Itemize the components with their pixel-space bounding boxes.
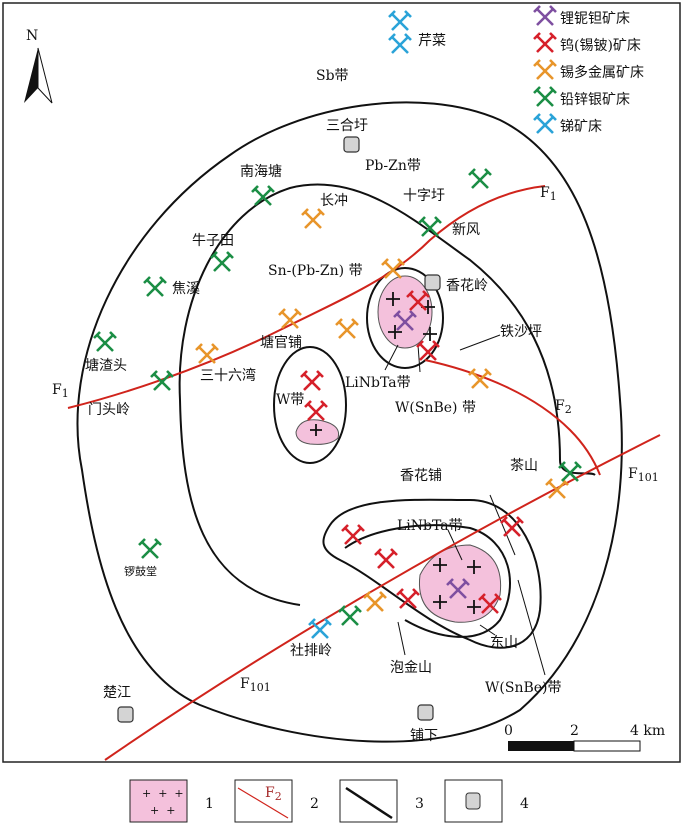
label-tieshaping: 铁沙坪 <box>500 324 542 340</box>
lead-zinc-silver-deposit-icon <box>149 369 175 392</box>
leader-lines <box>384 334 546 676</box>
antimony-deposit-icon <box>387 9 413 32</box>
label-w-band: W带 <box>276 392 304 408</box>
label-pbzn-band: Pb-Zn带 <box>365 158 421 174</box>
label-xinfeng: 新风 <box>452 222 480 238</box>
tungsten-deposit-icon <box>299 369 325 392</box>
antimony-deposit-icon <box>387 32 413 55</box>
label-wsnbe-band-2: W(SnBe)带 <box>485 680 562 696</box>
label-puxia: 铺下 <box>410 728 438 744</box>
label-changchong: 长冲 <box>320 193 348 209</box>
lead-zinc-silver-deposit-icon <box>92 330 118 353</box>
label-qiancai: 芹菜 <box>418 33 446 49</box>
tin-polymetallic-deposit-icon <box>544 477 570 500</box>
legend-lingbta-label: 锂铌钽矿床 <box>560 11 630 27</box>
lead-zinc-silver-deposit-icon <box>137 537 163 560</box>
legend-w-label: 钨(锡铍)矿床 <box>560 38 641 54</box>
scale-tick-2: 2 <box>570 723 579 739</box>
label-lingbta-band-2: LiNbTa带 <box>397 518 463 534</box>
map-labels: 芹菜 Sb带 三合圩 Pb-Zn带 南海塘 十字圩 长冲 新风 牛子田 焦溪 S… <box>52 33 659 744</box>
label-wsnbe-band-1: W(SnBe) 带 <box>395 400 476 416</box>
granite-cross-pattern: + + <box>150 804 175 817</box>
label-f101-west: F101 <box>240 676 271 694</box>
tungsten-deposit-icon <box>373 547 399 570</box>
faults <box>67 185 661 761</box>
lead-zinc-silver-deposit-icon <box>142 275 168 298</box>
tungsten-deposit-icon <box>340 523 366 546</box>
label-lingbta-band-1: LiNbTa带 <box>345 375 411 391</box>
legend-antimony-icon <box>532 112 558 135</box>
legend-num-2: 2 <box>310 796 319 812</box>
label-xianghuapu: 香花铺 <box>400 468 442 484</box>
label-mentouling: 门头岭 <box>88 402 130 418</box>
legend-fault-text: F <box>265 785 275 801</box>
legend-granite-swatch <box>129 779 188 823</box>
tungsten-deposit-icon <box>303 399 329 422</box>
label-chashan: 茶山 <box>510 458 538 474</box>
label-f1-east: F1 <box>540 185 557 203</box>
label-tangguanpu: 塘官铺 <box>260 335 302 351</box>
legend-num-3: 3 <box>415 796 424 812</box>
map-frame <box>2 2 681 763</box>
bottom-legend: + + + + + 1 F2 2 3 4 <box>129 779 529 823</box>
label-shepailing: 社排岭 <box>290 643 332 659</box>
tin-polymetallic-deposit-icon <box>334 317 360 340</box>
label-sb-band: Sb带 <box>316 68 349 84</box>
label-f1-west: F1 <box>52 382 69 400</box>
north-arrow-icon <box>24 47 53 104</box>
label-dongshan: 东山 <box>490 635 518 651</box>
scale-bar: 0 2 4 km <box>504 723 665 752</box>
label-sanshiliuwan: 三十六湾 <box>200 367 256 384</box>
granite-cross-pattern: + + + <box>142 787 184 800</box>
granite-crosses <box>310 292 481 614</box>
label-chujiang: 楚江 <box>103 685 131 701</box>
legend-pbzn-label: 铅锌银矿床 <box>560 92 630 108</box>
tin-polymetallic-deposit-icon <box>362 590 388 613</box>
label-shizixu: 十字圩 <box>403 188 445 204</box>
label-nanhaitang: 南海塘 <box>240 164 282 180</box>
lead-zinc-silver-deposit-icon <box>209 250 235 273</box>
label-sanhexu: 三合圩 <box>326 118 368 134</box>
label-jiaoxi: 焦溪 <box>172 281 200 297</box>
label-f101-east: F101 <box>628 466 659 484</box>
label-paojinshan: 泡金山 <box>390 660 432 676</box>
scale-tick-0: 0 <box>504 723 513 739</box>
legend-fault-sub: 2 <box>275 790 282 803</box>
scale-tick-4km: 4 km <box>630 723 665 739</box>
town-markers <box>117 136 441 723</box>
label-tangzhatou: 塘渣头 <box>85 358 127 374</box>
label-luogutang: 锣鼓堂 <box>124 564 157 578</box>
legend-sb-label: 锑矿床 <box>560 119 602 135</box>
label-f2: F2 <box>555 398 572 416</box>
svg-text:F2: F2 <box>265 785 282 803</box>
label-niuzitian: 牛子田 <box>192 233 234 249</box>
deposit-legend: 锂铌钽矿床 钨(锡铍)矿床 锡多金属矿床 铅锌银矿床 锑矿床 <box>532 4 644 135</box>
label-snpbzn-band: Sn-(Pb-Zn) 带 <box>268 263 363 279</box>
lead-zinc-silver-deposit-icon <box>467 167 493 190</box>
legend-tin-polymetallic-icon <box>532 58 558 81</box>
label-xianghualing: 香花岭 <box>446 278 488 294</box>
legend-num-1: 1 <box>205 796 214 812</box>
north-label: N <box>26 28 38 44</box>
legend-sn-label: 锡多金属矿床 <box>560 64 644 81</box>
legend-lead-zinc-silver-icon <box>532 85 558 108</box>
tin-polymetallic-deposit-icon <box>300 207 326 230</box>
legend-tungsten-icon <box>532 31 558 54</box>
lead-zinc-silver-deposit-icon <box>337 604 363 627</box>
legend-lingbta-icon <box>532 4 558 27</box>
legend-num-4: 4 <box>520 796 529 812</box>
zone-boundaries <box>76 101 623 743</box>
